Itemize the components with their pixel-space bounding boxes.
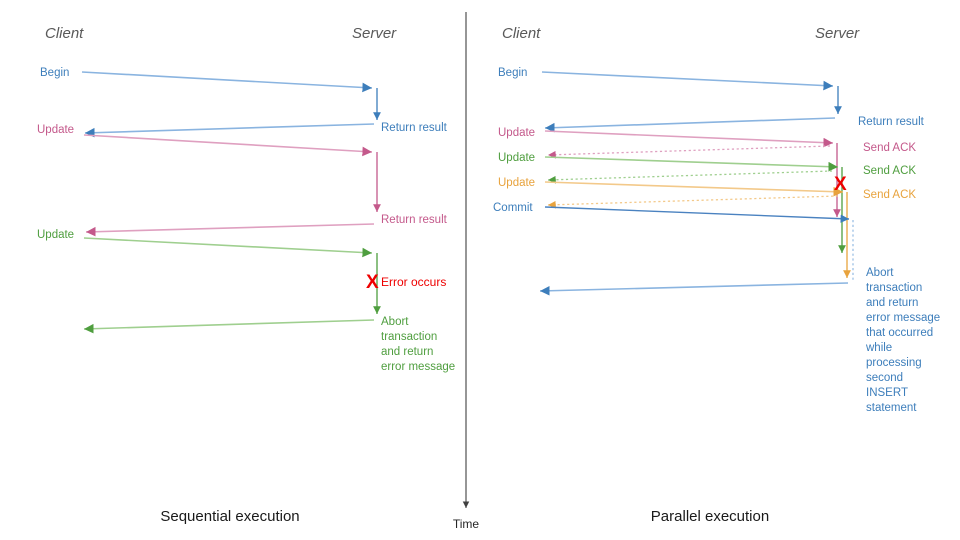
abort-line-10: statement bbox=[866, 402, 917, 414]
abort-line-1: Abort bbox=[866, 267, 894, 279]
arrow-return-result-blue bbox=[544, 117, 836, 133]
parallel-server-label-ack-1: Send ACK bbox=[863, 142, 916, 154]
sequential-caption: Sequential execution bbox=[160, 508, 299, 525]
sequential-error-marker: X Error occurs bbox=[366, 272, 446, 293]
abort-line-4: error message bbox=[381, 361, 455, 373]
parallel-flow-update-2 bbox=[544, 156, 846, 253]
arrow-update1-request bbox=[544, 130, 834, 148]
abort-line-3: and return bbox=[381, 346, 433, 358]
abort-line-4: error message bbox=[866, 312, 940, 324]
panel-parallel: Client Server bbox=[493, 25, 940, 525]
parallel-client-label-update-3: Update bbox=[498, 177, 535, 189]
abort-line-5: that occurred bbox=[866, 327, 933, 339]
abort-line-6: while bbox=[865, 342, 892, 354]
abort-line-2: transaction bbox=[866, 282, 922, 294]
arrow-abort-blue bbox=[539, 282, 849, 296]
sequential-client-label-update-1: Update bbox=[37, 124, 74, 136]
arrow-return-result-pink bbox=[85, 223, 375, 237]
abort-line-2: transaction bbox=[381, 331, 437, 343]
time-axis: Time bbox=[453, 12, 480, 531]
sequential-flow-update-2 bbox=[83, 237, 381, 334]
parallel-server-header: Server bbox=[815, 25, 860, 42]
sequential-error-label: Error occurs bbox=[381, 275, 446, 289]
parallel-server-label-ack-3: Send ACK bbox=[863, 189, 916, 201]
arrow-begin-request bbox=[541, 71, 834, 91]
arrow-update3-request bbox=[544, 181, 844, 197]
arrow-ack-green bbox=[547, 170, 833, 184]
abort-line-1: Abort bbox=[381, 316, 409, 328]
abort-line-7: processing bbox=[866, 357, 922, 369]
sequential-client-label-begin: Begin bbox=[40, 67, 69, 79]
arrow-update2-request bbox=[544, 156, 839, 172]
arrow-ack-pink bbox=[547, 145, 831, 159]
sequential-server-label-return-1: Return result bbox=[381, 122, 448, 134]
time-axis-label: Time bbox=[453, 517, 480, 531]
error-x-icon: X bbox=[366, 272, 379, 293]
parallel-flow-commit bbox=[539, 206, 854, 296]
sequential-server-header: Server bbox=[352, 25, 397, 42]
arrow-abort-green bbox=[83, 319, 375, 334]
sequential-client-label-update-2: Update bbox=[37, 229, 74, 241]
parallel-client-label-update-2: Update bbox=[498, 152, 535, 164]
panel-sequential: Client Server Begin Update bbox=[37, 25, 455, 525]
sequential-server-label-return-2: Return result bbox=[381, 214, 448, 226]
error-x-icon: X bbox=[834, 174, 847, 195]
parallel-client-label-update-1: Update bbox=[498, 127, 535, 139]
parallel-client-label-begin: Begin bbox=[498, 67, 527, 79]
sequential-flow-begin bbox=[81, 71, 381, 138]
abort-line-9: INSERT bbox=[866, 387, 908, 399]
parallel-flow-begin bbox=[541, 71, 842, 133]
parallel-client-label-commit: Commit bbox=[493, 202, 533, 214]
parallel-server-label-return-result: Return result bbox=[858, 116, 925, 128]
abort-line-3: and return bbox=[866, 297, 918, 309]
arrow-commit-request bbox=[544, 206, 850, 223]
sequential-client-header: Client bbox=[45, 25, 84, 42]
parallel-flow-update-1 bbox=[544, 130, 841, 217]
arrow-update1-request bbox=[83, 134, 373, 157]
parallel-flow-update-3 bbox=[544, 181, 851, 278]
parallel-server-label-ack-2: Send ACK bbox=[863, 165, 916, 177]
parallel-abort-message: Abort transaction and return error messa… bbox=[865, 267, 940, 414]
sequential-flow-update-1 bbox=[83, 134, 381, 237]
arrow-ack-orange bbox=[547, 195, 839, 209]
parallel-client-header: Client bbox=[502, 25, 541, 42]
sequential-abort-message: Abort transaction and return error messa… bbox=[381, 316, 455, 373]
arrow-update2-request bbox=[83, 237, 373, 258]
arrow-return-result-blue bbox=[84, 123, 375, 138]
abort-line-8: second bbox=[866, 372, 903, 384]
arrow-begin-request bbox=[81, 71, 373, 93]
parallel-caption: Parallel execution bbox=[651, 508, 769, 525]
